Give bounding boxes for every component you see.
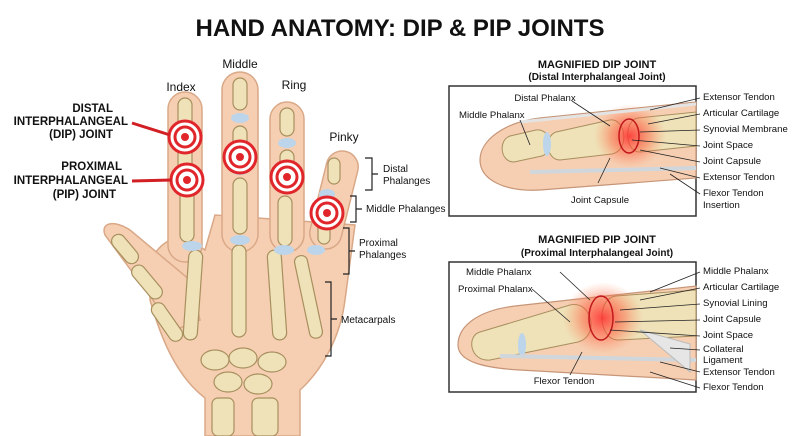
dip-label-extensor-tendon: Extensor Tendon — [703, 92, 775, 103]
finger-label-middle: Middle — [222, 57, 258, 71]
dip-panel-title: MAGNIFIED DIP JOINT — [538, 59, 657, 71]
pip-panel-subtitle: (Proximal Interphalangeal Joint) — [521, 248, 673, 259]
finger-label-pinky: Pinky — [329, 130, 358, 144]
index-dip-ring — [167, 119, 203, 155]
bracket-label-proximal-2: Phalanges — [359, 250, 406, 261]
pip-label-collateral: Collateral — [703, 344, 744, 355]
bracket-label-metacarpals: Metacarpals — [341, 315, 395, 326]
pip-label-proximal-phalanx: Proximal Phalanx — [458, 284, 533, 295]
dip-callout-line-1: DISTAL — [72, 103, 113, 115]
pip-callout-line-2: INTERPHALANGEAL — [14, 175, 128, 187]
dip-label-insertion: Insertion — [703, 200, 740, 211]
bracket-label-middle: Middle Phalanges — [366, 204, 446, 215]
pip-label-ligament: Ligament — [703, 355, 743, 366]
dip-label-distal-phalanx: Distal Phalanx — [514, 93, 576, 104]
page-title: HAND ANATOMY: DIP & PIP JOINTS — [196, 15, 605, 42]
pip-callout: PROXIMAL INTERPHALANGEAL (PIP) JOINT — [14, 161, 128, 201]
dip-callout-line-2: INTERPHALANGEAL — [14, 116, 128, 128]
dip-panel-subtitle: (Distal Interphalangeal Joint) — [528, 72, 665, 83]
middle-pip-ring — [222, 139, 258, 175]
pip-panel: MAGNIFIED PIP JOINT (Proximal Interphala… — [448, 234, 779, 393]
pip-finger-section — [457, 282, 697, 381]
bracket-label-proximal-1: Proximal — [359, 238, 398, 249]
dip-finger-section — [479, 101, 697, 191]
dip-pointer-line — [131, 121, 171, 137]
dip-label-synovial-membrane: Synovial Membrane — [703, 124, 788, 135]
dip-callout: DISTAL INTERPHALANGEAL (DIP) JOINT — [14, 103, 128, 141]
ring-pip-ring — [269, 159, 305, 195]
dip-label-joint-capsule-bottom: Joint Capsule — [571, 195, 629, 206]
bone-brackets — [325, 157, 378, 357]
pip-label-synovial-lining: Synovial Lining — [703, 298, 768, 309]
pip-label-flexor-tendon-bottom: Flexor Tendon — [534, 376, 595, 387]
bracket-label-distal-2: Phalanges — [383, 176, 430, 187]
pip-label-middle-phalanx-left: Middle Phalanx — [466, 267, 532, 278]
finger-label-index: Index — [166, 80, 195, 94]
dip-leader-lines — [519, 97, 701, 195]
dip-label-middle-phalanx: Middle Phalanx — [459, 110, 525, 121]
hand-illustration — [103, 71, 359, 436]
pip-pointer-line — [131, 178, 173, 183]
pip-label-articular-cartilage: Articular Cartilage — [703, 282, 779, 293]
dip-label-articular-cartilage: Articular Cartilage — [703, 108, 779, 119]
dip-callout-line-3: (DIP) JOINT — [49, 129, 113, 141]
dip-label-joint-space: Joint Space — [703, 140, 753, 151]
pip-label-middle-phalanx: Middle Phalanx — [703, 266, 769, 277]
pip-label-flexor-tendon: Flexor Tendon — [703, 382, 764, 393]
bracket-label-distal-1: Distal — [383, 164, 408, 175]
dip-label-joint-capsule: Joint Capsule — [703, 156, 761, 167]
joint-target-rings — [167, 119, 345, 231]
pip-panel-title: MAGNIFIED PIP JOINT — [538, 234, 656, 246]
pinky-pip-ring — [309, 195, 345, 231]
pip-leader-lines — [531, 271, 701, 389]
pip-callout-line-1: PROXIMAL — [61, 161, 122, 173]
pip-label-extensor-tendon: Extensor Tendon — [703, 367, 775, 378]
pip-callout-line-3: (PIP) JOINT — [53, 189, 116, 201]
pip-label-joint-space: Joint Space — [703, 330, 753, 341]
index-pip-ring — [169, 162, 205, 198]
dip-label-flexor-tendon: Flexor Tendon — [703, 188, 764, 199]
finger-label-ring: Ring — [282, 78, 307, 92]
pip-label-joint-capsule: Joint Capsule — [703, 314, 761, 325]
dip-panel: MAGNIFIED DIP JOINT (Distal Interphalang… — [448, 59, 788, 217]
dip-label-extensor-tendon-2: Extensor Tendon — [703, 172, 775, 183]
